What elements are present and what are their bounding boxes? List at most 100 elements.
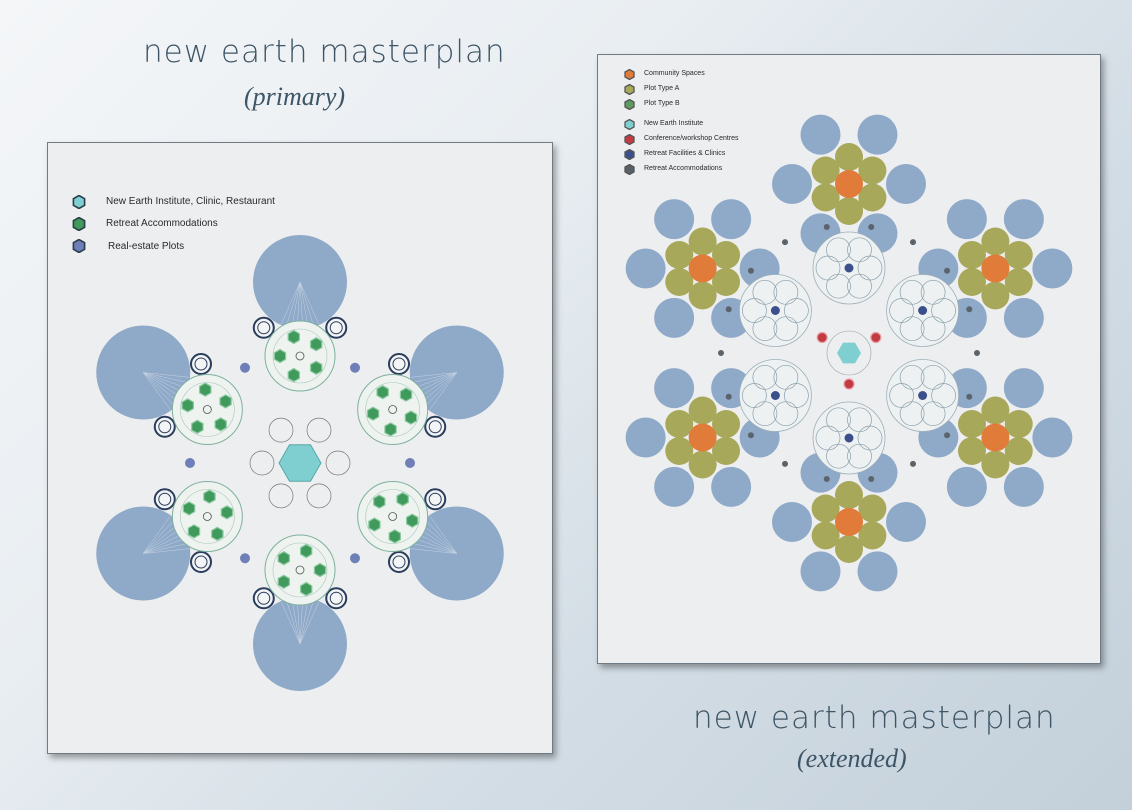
plot-subdivision-line	[410, 372, 457, 378]
primary-title: new earth masterplan	[143, 34, 506, 70]
plot-type-a-lot	[811, 521, 840, 550]
accommodation-hexagon	[368, 517, 381, 532]
path-marker	[910, 239, 916, 246]
accommodation-pod	[847, 407, 872, 433]
plot-type-b-lot	[1003, 466, 1044, 507]
ring-marker	[387, 550, 410, 573]
institute-ornament	[249, 417, 351, 509]
path-marker	[718, 350, 724, 356]
ring-marker-inner	[329, 321, 343, 335]
institute-hexagon	[278, 444, 322, 482]
plot-subdivision-line	[281, 281, 301, 325]
plot-subdivision-line	[143, 372, 171, 410]
ornament-ring	[306, 417, 332, 443]
path-marker	[966, 393, 973, 400]
accommodation-hexagon	[388, 529, 401, 544]
plot-subdivision-line	[143, 372, 182, 399]
plot-type-b-lot	[711, 199, 752, 240]
plot-marker	[350, 362, 360, 373]
retreat-facility	[844, 433, 854, 443]
plot-type-a-lot	[957, 241, 986, 269]
plot-subdivision-line	[143, 537, 187, 554]
accommodation-hexagon	[219, 394, 232, 409]
plot-type-a-lot	[835, 481, 863, 509]
plot-type-b-lot	[946, 466, 987, 507]
plot-subdivision-line	[299, 281, 314, 327]
cluster-center	[295, 351, 305, 361]
plot-type-b-lot	[654, 199, 695, 240]
plot-type-a-lot	[957, 268, 986, 296]
plot-subdivision-line	[286, 599, 301, 645]
accommodation-hexagon	[310, 360, 323, 375]
plot-subdivision-line	[143, 548, 190, 554]
plot-subdivision-lines	[281, 598, 319, 645]
ring-marker-inner	[194, 357, 208, 371]
plot-type-a-lot	[835, 197, 863, 225]
plot-type-b-lot	[946, 199, 987, 240]
retreat-facility	[918, 391, 928, 400]
accommodation-pod	[920, 316, 946, 342]
legend-label: Retreat Facilities & Clinics	[644, 150, 726, 157]
plot-subdivision-line	[281, 601, 301, 645]
accommodation-hexagon	[300, 543, 313, 559]
plot-subdivision-line	[429, 516, 457, 554]
plot-subdivision-lines	[143, 516, 190, 554]
plot-subdivision-lines	[143, 372, 190, 410]
path-marker	[747, 432, 754, 439]
ring-marker-inner	[428, 492, 442, 506]
path-marker	[966, 306, 973, 313]
accommodation-hexagon	[220, 505, 234, 520]
institute-hexagon	[837, 342, 861, 364]
ring-marker	[252, 587, 275, 610]
plot-type-b-lot	[625, 248, 666, 289]
plot-type-a-lot	[835, 535, 863, 563]
plot-subdivision-lines	[281, 281, 319, 328]
cluster-center	[388, 405, 398, 414]
ornament-ring	[268, 417, 294, 443]
plot-type-b-lot	[772, 164, 812, 204]
plot-type-a-lot	[957, 437, 986, 465]
plot-type-a-lot	[858, 156, 887, 185]
ring-marker	[190, 550, 213, 573]
accommodation-hexagon	[384, 422, 397, 437]
accommodation-hexagon	[277, 574, 290, 589]
plot-marker	[240, 553, 250, 564]
plot-type-b-lot	[1003, 199, 1044, 240]
plot-type-a-lot	[811, 156, 840, 185]
retreat-facility	[770, 306, 780, 315]
accommodation-hexagon	[287, 329, 300, 345]
plot-subdivision-line	[296, 598, 301, 645]
accommodation-hexagon	[404, 410, 418, 425]
plot-type-b-lot	[857, 551, 898, 592]
plot-subdivision-line	[286, 281, 301, 327]
accommodation-hexagon	[399, 387, 413, 402]
accommodation-pod	[920, 364, 946, 390]
blue-hexagon-icon	[72, 239, 86, 253]
path-marker	[868, 223, 875, 230]
plot-type-b-lot	[1003, 368, 1044, 409]
plot-type-a-lot	[665, 437, 694, 465]
plot-subdivision-line	[413, 372, 457, 389]
ornament-ring	[268, 483, 294, 509]
path-marker	[747, 267, 754, 274]
plot-subdivision-line	[421, 523, 457, 554]
accommodation-hexagon	[406, 513, 419, 528]
accommodation-hexagon	[376, 385, 389, 400]
accommodation-hexagon	[199, 382, 212, 397]
accommodation-hexagon	[313, 562, 327, 578]
ring-marker-inner	[158, 420, 172, 434]
cluster-center	[295, 565, 305, 575]
plot-type-b-lot	[654, 297, 695, 338]
ring-marker-inner	[392, 555, 406, 569]
teal-hexagon-icon	[624, 119, 635, 130]
plot-subdivision-line	[418, 372, 457, 399]
plot-type-b-lot	[886, 164, 926, 204]
ring-marker	[190, 353, 213, 376]
plot-subdivision-line	[291, 281, 301, 328]
plot-type-a-lot	[835, 143, 863, 171]
path-marker	[910, 460, 916, 467]
plot-subdivision-line	[299, 599, 314, 645]
plot-marker	[185, 458, 195, 468]
plot-type-a-lot	[712, 241, 741, 269]
